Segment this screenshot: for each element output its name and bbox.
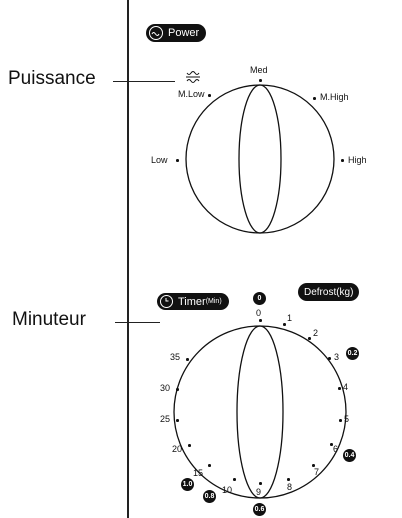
power-badge: Power bbox=[146, 24, 207, 42]
timer-minute-9-dot bbox=[259, 482, 262, 485]
defrost-badge-0-4: 0.4 bbox=[343, 449, 356, 462]
timer-minute-25: 25 bbox=[160, 414, 171, 424]
timer-minute-6: 6 bbox=[333, 444, 339, 454]
power-level-med: Med bbox=[250, 65, 268, 75]
timer-minute-35-dot bbox=[186, 358, 189, 361]
defrost-badge: Defrost(kg) bbox=[298, 283, 360, 301]
timer-callout-label: Minuteur bbox=[12, 309, 86, 330]
timer-minute-4: 4 bbox=[343, 382, 349, 392]
timer-badge-label: Timer bbox=[178, 295, 206, 308]
timer-minute-8-dot bbox=[287, 478, 290, 481]
timer-minute-0: 0 bbox=[256, 308, 262, 318]
defrost-badge-0-8: 0.8 bbox=[203, 490, 216, 503]
timer-knob[interactable] bbox=[173, 325, 347, 499]
timer-minute-5: 5 bbox=[344, 414, 350, 424]
power-level-mhigh: M.High bbox=[320, 92, 349, 102]
panel-edge-line bbox=[127, 0, 129, 518]
power-level-mlow: M.Low bbox=[178, 89, 205, 99]
timer-minute-3: 3 bbox=[334, 352, 340, 362]
power-level-high-dot bbox=[341, 159, 344, 162]
timer-minute-2-dot bbox=[308, 337, 311, 340]
defrost-badge-0-2: 0.2 bbox=[346, 347, 359, 360]
power-level-high: High bbox=[348, 155, 367, 165]
timer-minute-15-dot bbox=[208, 464, 211, 467]
timer-minute-2: 2 bbox=[313, 328, 319, 338]
power-knob[interactable] bbox=[185, 84, 335, 234]
power-level-mhigh-dot bbox=[313, 97, 316, 100]
timer-minute-6-dot bbox=[330, 443, 333, 446]
defrost-badge-0: 0 bbox=[253, 292, 266, 305]
timer-minute-3-dot bbox=[328, 357, 331, 360]
timer-minute-7: 7 bbox=[314, 467, 320, 477]
timer-minute-0-dot bbox=[259, 319, 262, 322]
timer-minute-4-dot bbox=[338, 387, 341, 390]
timer-minute-30-dot bbox=[176, 388, 179, 391]
timer-minute-10-dot bbox=[233, 478, 236, 481]
defrost-wave-icon bbox=[186, 71, 200, 83]
timer-badge-unit: (Min) bbox=[205, 298, 222, 305]
power-level-low: Low bbox=[151, 155, 168, 165]
power-level-med-dot bbox=[259, 79, 262, 82]
power-level-low-dot bbox=[176, 159, 179, 162]
timer-callout-leader bbox=[115, 322, 160, 324]
power-callout-leader bbox=[113, 81, 175, 83]
defrost-badge-0-6: 0.6 bbox=[253, 503, 266, 516]
power-callout-label: Puissance bbox=[8, 68, 96, 89]
power-badge-label: Power bbox=[168, 27, 200, 39]
timer-minute-7-dot bbox=[312, 464, 315, 467]
defrost-badge-1-0: 1.0 bbox=[181, 478, 194, 491]
timer-minute-10: 10 bbox=[222, 485, 233, 495]
timer-minute-15: 15 bbox=[193, 468, 204, 478]
timer-minute-20: 20 bbox=[172, 444, 183, 454]
clock-icon bbox=[160, 295, 173, 308]
timer-minute-8: 8 bbox=[287, 482, 293, 492]
timer-minute-1: 1 bbox=[287, 313, 293, 323]
power-level-mlow-dot bbox=[208, 94, 211, 97]
timer-minute-35: 35 bbox=[170, 352, 181, 362]
timer-minute-20-dot bbox=[188, 444, 191, 447]
timer-badge: Timer (Min) bbox=[157, 293, 229, 310]
power-wave-icon bbox=[149, 26, 163, 40]
timer-minute-30: 30 bbox=[160, 383, 171, 393]
timer-minute-5-dot bbox=[339, 419, 342, 422]
timer-minute-25-dot bbox=[176, 419, 179, 422]
timer-minute-9: 9 bbox=[256, 487, 262, 497]
timer-minute-1-dot bbox=[283, 323, 286, 326]
